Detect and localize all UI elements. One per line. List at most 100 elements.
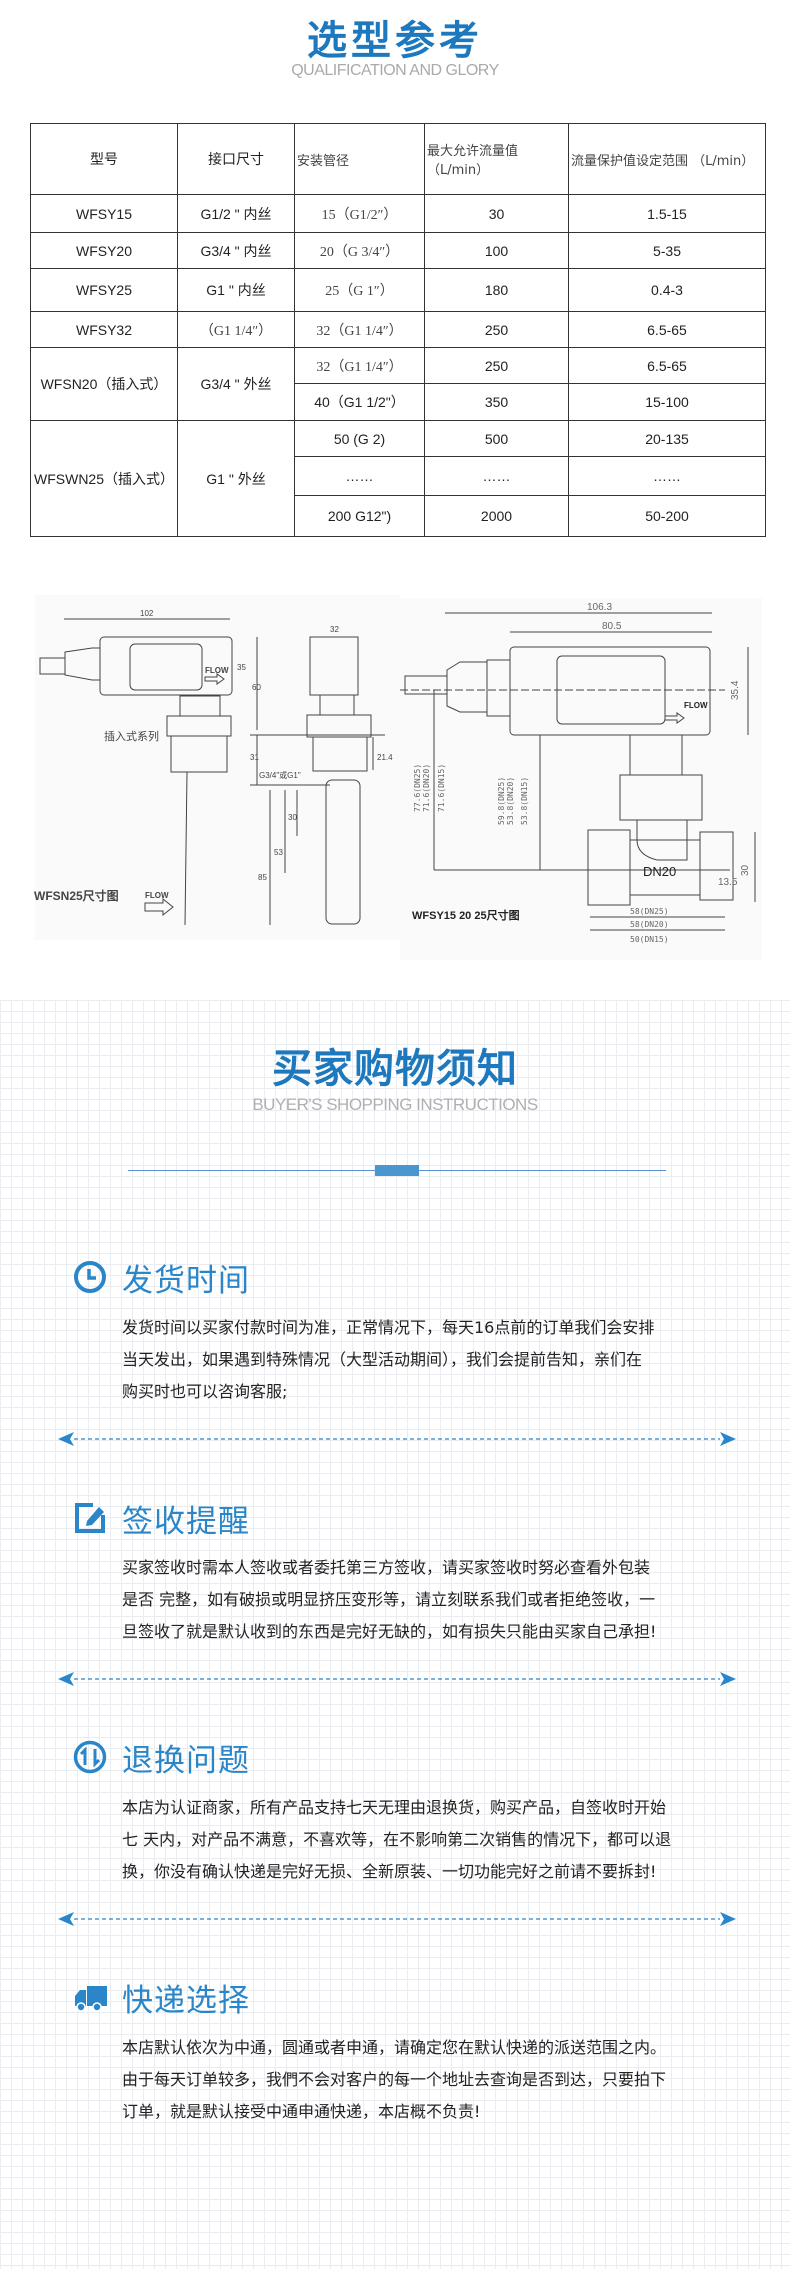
wfsy-caption: WFSY15 20 25尺寸图 xyxy=(412,908,520,922)
dim-h2: 71.6(DN20) xyxy=(422,764,431,812)
text-line: 换，你没有确认快递是完好无损、全新原装、一切功能完好之前请不要拆封! xyxy=(122,1862,657,1881)
dim-35-4: 35.4 xyxy=(730,680,741,700)
dim-35: 35 xyxy=(237,663,246,672)
header-max-flow: 最大允许流量值（L/min） xyxy=(424,123,569,195)
thread-label: G3/4"或G1" xyxy=(259,770,301,780)
dim-102: 102 xyxy=(140,609,154,618)
header-port: 接口尺寸 xyxy=(177,123,295,195)
cell-pipe: 25（G 1″） xyxy=(294,268,425,312)
cell-range: …… xyxy=(568,456,766,496)
section-title: 快递选择 xyxy=(122,1982,250,2019)
cell-port: （G1 1/4″） xyxy=(177,311,295,348)
dim-h1: 77.6(DN25) xyxy=(413,764,422,812)
dim-32: 32 xyxy=(330,625,339,634)
dim-53: 53 xyxy=(274,848,283,857)
cell-range: 50-200 xyxy=(568,495,766,537)
cell-range: 5-35 xyxy=(568,232,766,269)
cell-pipe: …… xyxy=(294,456,425,496)
cell-range: 6.5-65 xyxy=(568,347,766,384)
cell-model: WFSY15 xyxy=(30,194,178,233)
text-line: 七 天内，对产品不满意，不喜欢等，在不影响第二次销售的情况下，都可以退 xyxy=(122,1830,672,1849)
text-line: 旦签收了就是默认收到的东西是完好无缺的，如有损失只能由买家自己承担! xyxy=(122,1622,657,1641)
cell-max: …… xyxy=(424,456,569,496)
dim-w3: 50(DN15) xyxy=(630,935,669,944)
edit-icon xyxy=(75,1503,105,1533)
text-line: 本店为认证商家，所有产品支持七天无理由退换货，购买产品，自签收时开始 xyxy=(122,1798,667,1817)
selection-subtitle: QUALIFICATION AND GLORY xyxy=(291,62,499,79)
cell-max: 250 xyxy=(424,347,569,384)
arrow-divider xyxy=(58,1672,736,1686)
table-row: ……………… xyxy=(31,456,766,496)
cell-pipe: 50 (G 2) xyxy=(294,420,425,457)
text-line: 买家签收时需本人签收或者委托第三方签收，请买家签收时努必查看外包装 xyxy=(122,1558,651,1577)
dimension-drawings: 102 35 32 60 31 21.4 G3/4"或G1" 30 53 85 … xyxy=(34,595,762,960)
cell-range: 20-135 xyxy=(568,420,766,457)
section-text: 本店默认依次为中通，圆通或者申通，请确定您在默认快递的派送范围之内。 由于每天订… xyxy=(122,2032,732,2128)
refresh-icon xyxy=(73,1740,107,1774)
cell-model: WFSWN25（插入式） xyxy=(30,420,178,537)
cell-port: G3/4 " 外丝 xyxy=(177,347,295,421)
cell-pipe: 20（G 3/4″） xyxy=(294,232,425,269)
spec-table: 型号 接口尺寸 安装管径 最大允许流量值（L/min） 流量保护值设定范围 （L… xyxy=(30,123,766,537)
cell-model: WFSY32 xyxy=(30,311,178,348)
cell-port: G1 " 内丝 xyxy=(177,268,295,312)
cell-port: G1 " 外丝 xyxy=(177,420,295,537)
text-line: 是否 完整，如有破损或明显挤压变形等，请立刻联系我们或者拒绝签收，一 xyxy=(122,1590,656,1609)
cell-pipe: 40（G1 1/2"） xyxy=(294,383,425,421)
cell-max: 250 xyxy=(424,311,569,348)
title-divider-block xyxy=(375,1165,419,1176)
cell-model: WFSN20（插入式） xyxy=(30,347,178,421)
flow-label: FLOW xyxy=(205,666,229,675)
dim-80-5: 80.5 xyxy=(602,621,622,632)
header-model: 型号 xyxy=(30,123,178,195)
dim-13-5: 13.5 xyxy=(718,877,738,888)
text-line: 当天发出，如果遇到特殊情况（大型活动期间），我们会提前告知，亲们在 xyxy=(122,1350,643,1369)
arrow-divider xyxy=(58,1912,736,1926)
cell-max: 100 xyxy=(424,232,569,269)
dim-31: 31 xyxy=(250,753,259,762)
dim-h4: 59.8(DN25) xyxy=(497,777,506,825)
dim-21-4: 21.4 xyxy=(377,753,393,762)
dim-60: 60 xyxy=(252,683,261,692)
section-courier: 快递选择 xyxy=(73,1977,250,2019)
section-text: 本店为认证商家，所有产品支持七天无理由退换货，购买产品，自签收时开始 七 天内，… xyxy=(122,1792,732,1888)
text-line: 由于每天订单较多，我們不会对客户的每一个地址去查询是否到达，只要拍下 xyxy=(122,2070,667,2089)
table-header-row: 型号 接口尺寸 安装管径 最大允许流量值（L/min） 流量保护值设定范围 （L… xyxy=(30,123,766,195)
cell-pipe: 200 G12") xyxy=(294,495,425,537)
cell-model: WFSY20 xyxy=(30,232,178,269)
section-title: 发货时间 xyxy=(122,1262,250,1299)
cell-pipe: 32（G1 1/4″） xyxy=(294,311,425,348)
cell-pipe: 32（G1 1/4″） xyxy=(294,347,425,384)
dim-h5: 53.8(DN20) xyxy=(506,777,515,825)
buyer-notice-background xyxy=(0,1000,790,2269)
section-text: 发货时间以买家付款时间为准，正常情况下，每天16点前的订单我们会安排 当天发出，… xyxy=(122,1312,732,1408)
section-title: 退换问题 xyxy=(122,1742,250,1779)
cell-max: 500 xyxy=(424,420,569,457)
header-pipe: 安装管径 xyxy=(294,123,425,195)
cell-max: 180 xyxy=(424,268,569,312)
dim-w2: 58(DN20) xyxy=(630,920,669,929)
wfsy-drawing xyxy=(400,612,756,931)
cell-range: 15-100 xyxy=(568,383,766,421)
dim-85: 85 xyxy=(258,873,267,882)
wfsn25-caption: WFSN25尺寸图 xyxy=(34,888,119,903)
cell-pipe: 15（G1/2″） xyxy=(294,194,425,233)
section-text: 买家签收时需本人签收或者委托第三方签收，请买家签收时努必查看外包装 是否 完整，… xyxy=(122,1552,732,1648)
dim-w1: 58(DN25) xyxy=(630,907,669,916)
buyer-title: 买家购物须知 xyxy=(272,1046,518,1092)
flow-label-2: FLOW xyxy=(145,891,169,900)
dim-h3: 71.6(DN15) xyxy=(437,764,446,812)
cell-max: 30 xyxy=(424,194,569,233)
section-receipt-reminder: 签收提醒 xyxy=(73,1498,250,1540)
cell-range: 0.4-3 xyxy=(568,268,766,312)
selection-title: 选型参考 xyxy=(307,18,483,64)
cell-model: WFSY25 xyxy=(30,268,178,312)
cell-range: 6.5-65 xyxy=(568,311,766,348)
wfsn25-drawing xyxy=(39,618,385,926)
